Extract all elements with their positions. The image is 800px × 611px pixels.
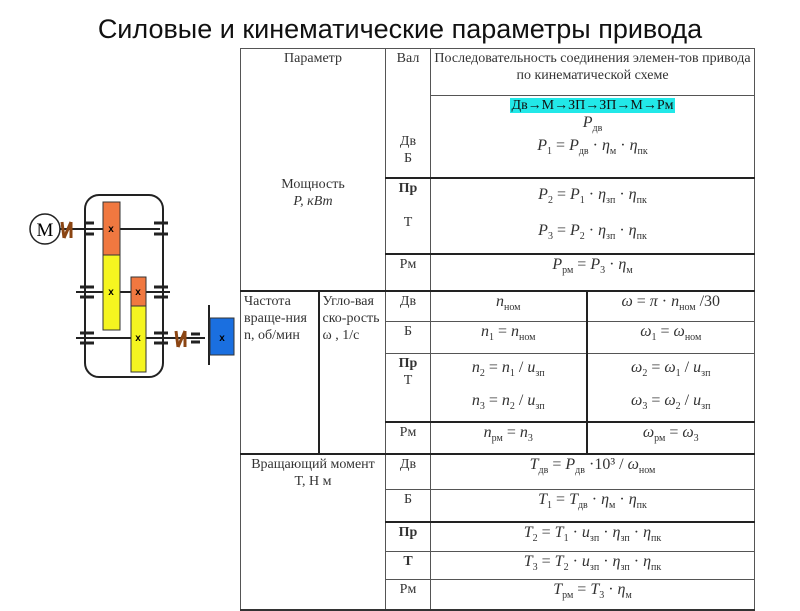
header-shaft: Вал xyxy=(385,48,431,96)
n-formula: nном xyxy=(430,289,587,323)
n-formula: n1 = nном xyxy=(430,321,587,355)
n-formula: nрм = n3 xyxy=(430,420,587,455)
header-param: Параметр xyxy=(240,48,386,96)
formula: ω = π · nном /30 xyxy=(621,292,721,314)
power-formulas-pr-t: P2 = P1 · ηзп · ηпк P3 = P2 · ηзп · ηпк xyxy=(430,176,755,255)
formula: Pрм = P3 · ηм xyxy=(552,255,633,277)
w-formula: ω1 = ωном xyxy=(585,321,755,355)
formula: n3 = n2 / uзп xyxy=(471,391,545,412)
torque-formula: Tрм = T3 · ηм xyxy=(430,579,755,611)
power-formula-rm: Pрм = P3 · ηм xyxy=(430,252,755,292)
header-sequence: Последовательность соединения элемен-тов… xyxy=(430,48,755,96)
gear-icon xyxy=(130,305,147,373)
torque-label: Вращающий момент T, Н м xyxy=(240,452,386,611)
formula: nном xyxy=(496,292,521,314)
formula: P3 = P2 · ηзп · ηпк xyxy=(538,221,647,242)
shaft-cell: Дв xyxy=(385,289,431,323)
speed-label: Частота враще-ния n, об/мин xyxy=(240,289,320,455)
gearbox-housing xyxy=(84,194,164,378)
formula: n1 = nном xyxy=(480,323,536,344)
shaft-cell: Рм xyxy=(385,579,431,611)
svg-text:x: x xyxy=(135,333,141,344)
formula: P2 = P1 · ηзп · ηпк xyxy=(538,185,647,206)
coupling-icon xyxy=(174,330,187,348)
formula: T3 = T2 · uзп · ηзп · ηпк xyxy=(523,553,662,574)
shaft-cell: Рм xyxy=(385,252,431,292)
formula: T2 = T1 · uзп · ηзп · ηпк xyxy=(523,523,662,544)
w-formula: ω2 = ω1 / uзп ω3 = ω2 / uзп xyxy=(585,353,755,423)
shaft-cell: Пр xyxy=(385,520,431,553)
formula: P1 = Pдв · ηм · ηпк xyxy=(537,137,648,158)
output-machine-icon xyxy=(209,317,235,356)
svg-text:x: x xyxy=(135,287,141,298)
chain-highlight: Дв→М→ЗП→ЗП→М→Рм xyxy=(509,98,676,113)
formula: Tдв = Pдв ·10³ / ωном xyxy=(529,455,656,476)
formula: Pдв xyxy=(582,114,603,135)
shaft-cell: Б xyxy=(385,489,431,523)
shaft-cell: Дв xyxy=(385,452,431,491)
torque-formula: T1 = Tдв · ηм · ηпк xyxy=(430,489,755,523)
motor-icon xyxy=(29,213,61,245)
slide-title: Силовые и кинематические параметры приво… xyxy=(97,14,703,44)
motor-label: М xyxy=(37,220,54,241)
coupling-icon xyxy=(60,221,73,239)
shaft-cell: Т xyxy=(385,551,431,581)
torque-formula: Tдв = Pдв ·10³ / ωном xyxy=(430,452,755,491)
torque-formula: T3 = T2 · uзп · ηзп · ηпк xyxy=(430,551,755,581)
shaft-cell: Рм xyxy=(385,420,431,455)
svg-text:x: x xyxy=(108,287,114,298)
formula: Tрм = T3 · ηм xyxy=(553,581,632,602)
torque-formula: T2 = T1 · uзп · ηзп · ηпк xyxy=(430,520,755,553)
formula: ω2 = ω1 / uзп xyxy=(631,359,711,380)
drive-parameters-table: Параметр Вал Последовательность соединен… xyxy=(240,48,755,611)
formula: ω3 = ω2 / uзп xyxy=(631,391,711,412)
svg-text:x: x xyxy=(108,224,114,235)
n-formula: n2 = n1 / uзп n3 = n2 / uзп xyxy=(430,353,587,423)
shaft-cell: Б xyxy=(385,321,431,355)
gear-icon xyxy=(102,254,121,331)
w-formula: ω = π · nном /30 xyxy=(585,289,755,323)
formula: ω1 = ωном xyxy=(640,323,702,344)
svg-text:x: x xyxy=(219,333,225,344)
formula: ωрм = ω3 xyxy=(642,423,699,444)
angular-speed-label: Угло-вая ско-рость ω , 1/с xyxy=(318,289,386,455)
drive-kinematic-diagram: М x x x x x xyxy=(29,194,235,378)
formula: nрм = n3 xyxy=(483,423,533,444)
formula: n2 = n1 / uзп xyxy=(471,359,545,380)
formula: T1 = Tдв · ηм · ηпк xyxy=(538,491,647,512)
w-formula: ωрм = ω3 xyxy=(585,420,755,455)
